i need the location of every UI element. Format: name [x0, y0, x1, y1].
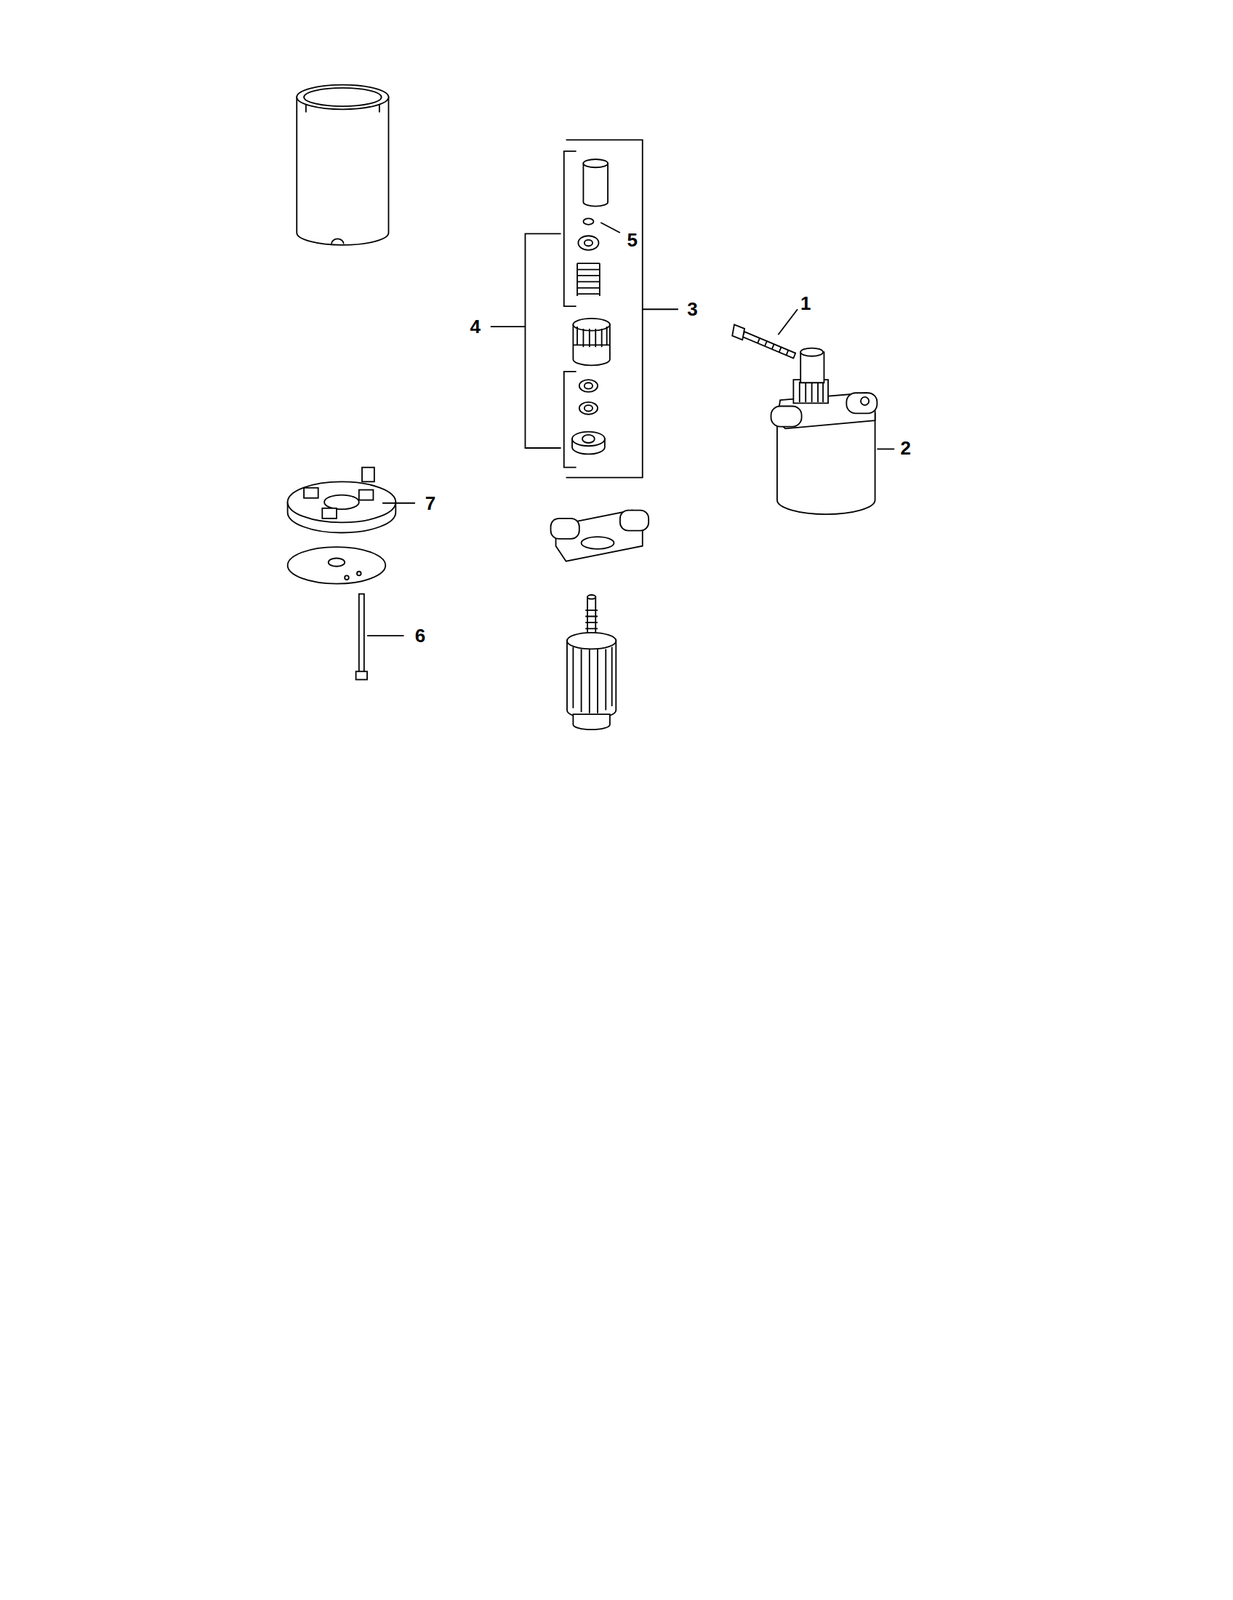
callout-number: 5 — [627, 230, 638, 250]
group-bracket — [490, 139, 679, 477]
drive-parts — [572, 159, 610, 454]
callout-number: 7 — [425, 493, 436, 513]
drive-end-cap — [551, 510, 650, 562]
callout-number: 2 — [900, 438, 911, 458]
callout-number: 3 — [687, 299, 698, 319]
callout-number: 4 — [469, 316, 480, 336]
callout-number: 6 — [415, 625, 426, 645]
through-bolt — [356, 593, 405, 680]
armature — [567, 594, 616, 730]
brush-plate — [287, 467, 416, 533]
callout-number: 1 — [800, 293, 811, 313]
end-plate — [287, 546, 387, 584]
motor-frame — [296, 85, 389, 246]
mounting-bolt — [732, 308, 798, 358]
starter-motor — [771, 348, 895, 515]
